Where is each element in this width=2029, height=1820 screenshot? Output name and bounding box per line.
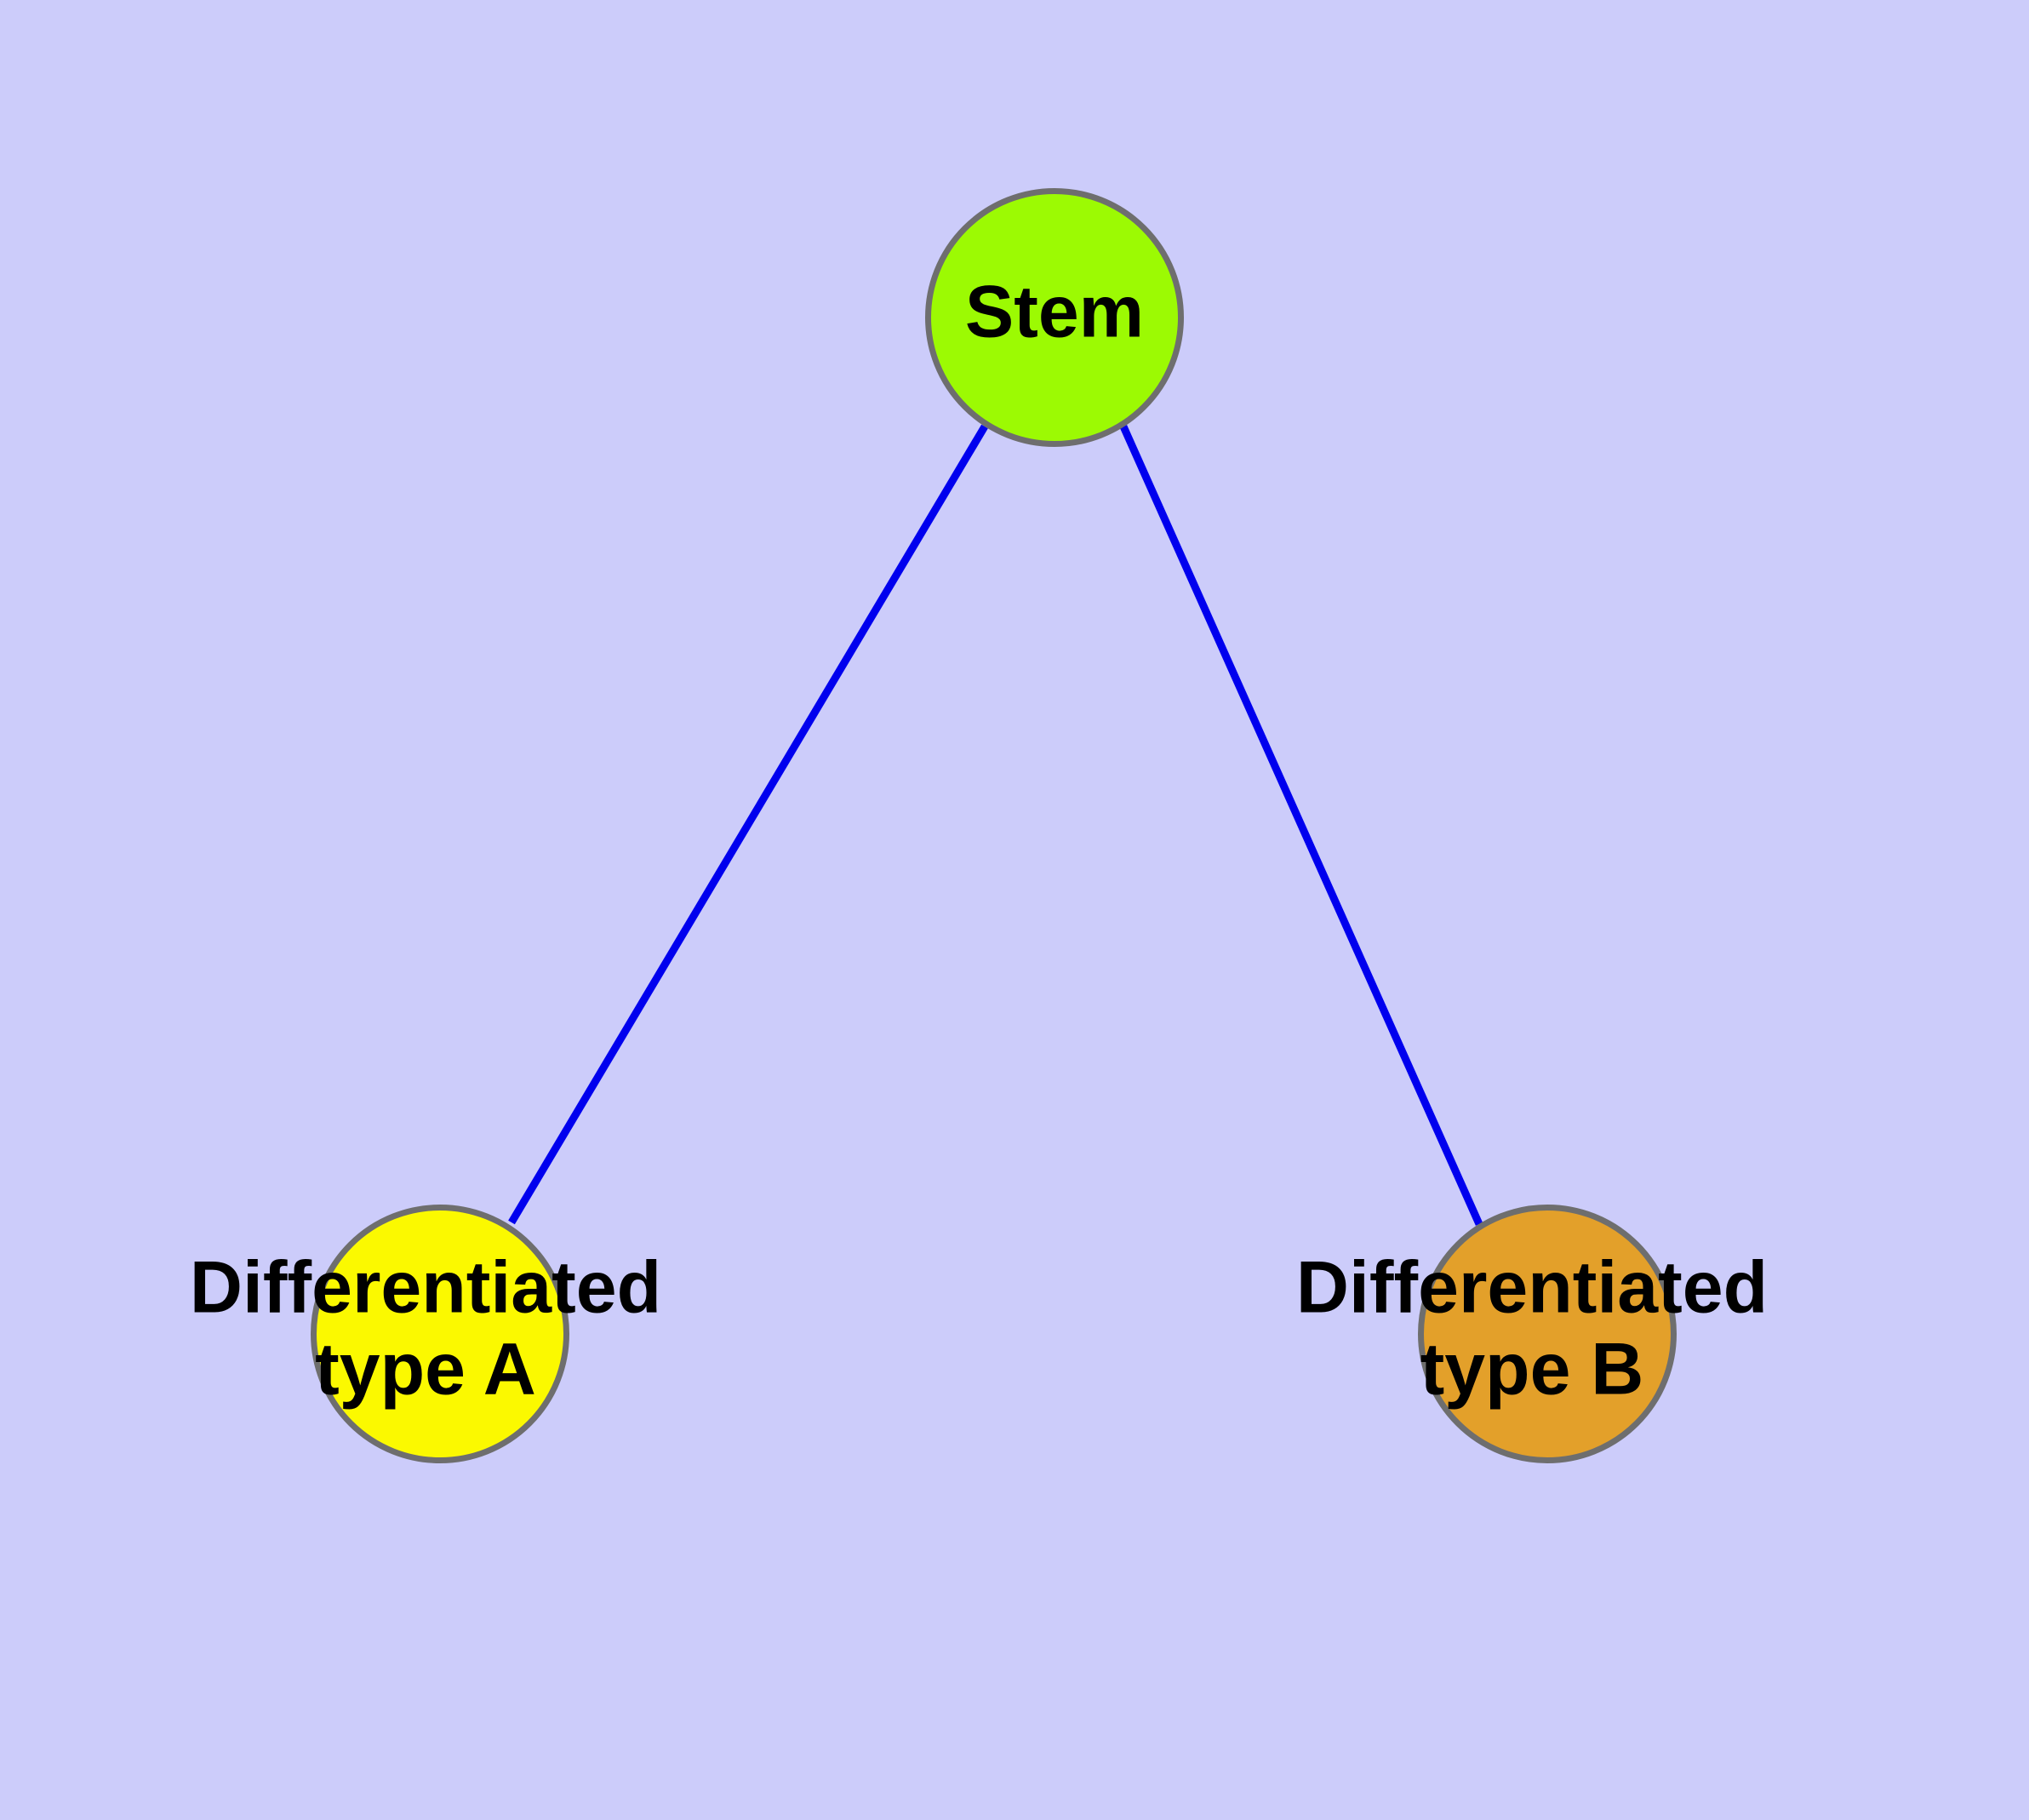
node-diff_b[interactable] — [1418, 1205, 1677, 1463]
edge-stem-to-diff_a[interactable] — [508, 424, 988, 1225]
node-label-group-stem: Stem — [965, 272, 1144, 353]
edges-layer — [508, 424, 1483, 1226]
node-label-diff_a-line-2: type A — [315, 1329, 536, 1411]
node-label-diff_b-line-2: type B — [1420, 1329, 1644, 1411]
node-stem[interactable] — [925, 188, 1184, 447]
node-label-diff_a-line-1: Differentiated — [190, 1247, 661, 1329]
node-label-stem-line-1: Stem — [965, 272, 1144, 353]
nodes-layer — [311, 188, 1677, 1463]
node-diff_a[interactable] — [311, 1205, 569, 1463]
node-label-diff_b-line-1: Differentiated — [1296, 1247, 1768, 1329]
edge-stem-to-diff_b[interactable] — [1119, 425, 1483, 1226]
